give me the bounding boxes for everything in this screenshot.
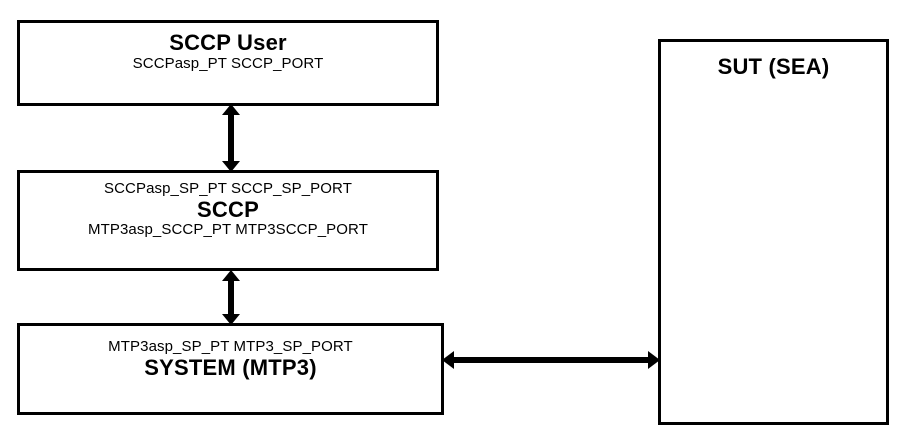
node-sccp-upper-ports: SCCPasp_SP_PT SCCP_SP_PORT (104, 180, 352, 197)
node-system-mtp3-ports: MTP3asp_SP_PT MTP3_SP_PORT (108, 338, 353, 355)
node-sccp-user-ports: SCCPasp_PT SCCP_PORT (132, 54, 324, 72)
node-sut-sea-title: SUT (SEA) (717, 54, 830, 79)
connector-system-mtp3-to-sut-sea (442, 347, 660, 373)
arrowhead-left-icon (442, 351, 454, 369)
node-sccp-labels: SCCPasp_SP_PT SCCP_SP_PORT SCCP MTP3asp_… (20, 180, 436, 239)
node-sccp-title: SCCP (197, 196, 259, 222)
connector-shaft (228, 113, 234, 163)
connector-sccp-user-to-sccp (218, 104, 244, 172)
node-system-mtp3[interactable]: MTP3asp_SP_PT MTP3_SP_PORT SYSTEM (MTP3) (17, 323, 444, 415)
arrowhead-down-icon (222, 314, 240, 325)
node-sccp[interactable]: SCCPasp_SP_PT SCCP_SP_PORT SCCP MTP3asp_… (17, 170, 439, 271)
node-sccp-user-title: SCCP User (169, 30, 287, 55)
node-sut-sea-labels: SUT (SEA) (661, 54, 886, 80)
node-sccp-user-labels: SCCP User SCCPasp_PT SCCP_PORT (20, 30, 436, 72)
connector-shaft (452, 357, 650, 363)
node-system-mtp3-labels: MTP3asp_SP_PT MTP3_SP_PORT SYSTEM (MTP3) (20, 338, 441, 380)
arrowhead-down-icon (222, 161, 240, 172)
node-system-mtp3-title: SYSTEM (MTP3) (144, 354, 317, 380)
node-sccp-user[interactable]: SCCP User SCCPasp_PT SCCP_PORT (17, 20, 439, 106)
node-sut-sea[interactable]: SUT (SEA) (658, 39, 889, 425)
node-sccp-lower-ports: MTP3asp_SCCP_PT MTP3SCCP_PORT (88, 221, 368, 239)
connector-sccp-to-system-mtp3 (218, 270, 244, 325)
arrowhead-up-icon (222, 270, 240, 281)
connector-shaft (228, 279, 234, 316)
arrowhead-up-icon (222, 104, 240, 115)
arrowhead-right-icon (648, 351, 660, 369)
